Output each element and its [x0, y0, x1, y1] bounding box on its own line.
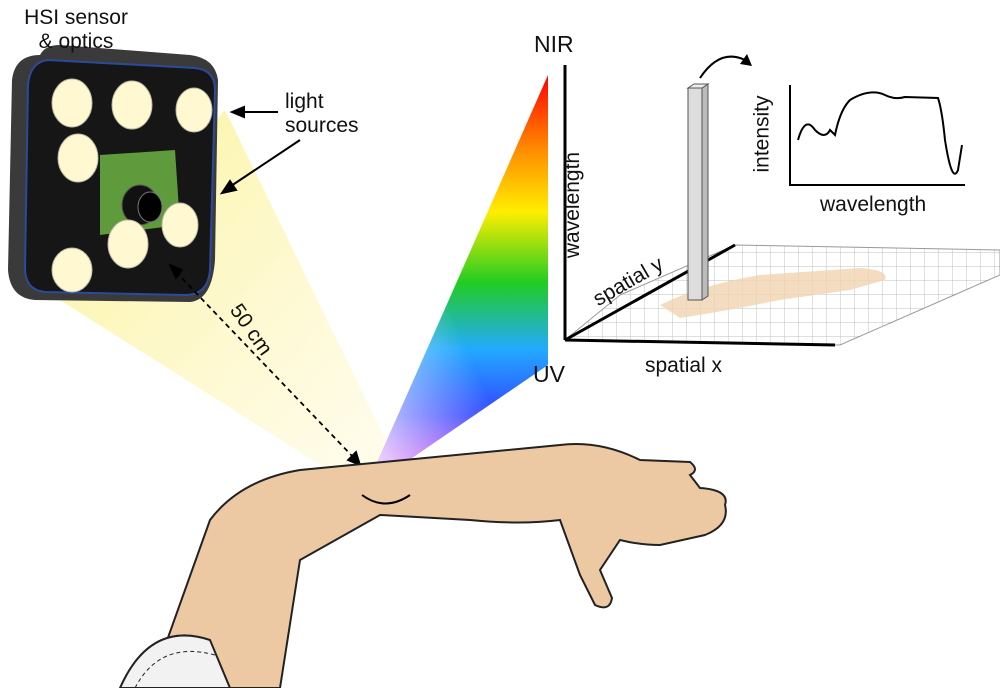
- cube-wavelength-label: wavelength: [561, 151, 585, 259]
- light-source-leds: [51, 78, 213, 293]
- spectrum-curve: [797, 91, 963, 175]
- light-source-arrows: [219, 105, 301, 195]
- arm-illustration: [118, 443, 727, 688]
- sensor-label-line1: HSI sensor: [24, 6, 128, 29]
- uv-label: UV: [533, 361, 565, 387]
- sleeve: [118, 634, 232, 688]
- hsi-sensor: [8, 45, 218, 302]
- plot-wavelength-label: wavelength: [820, 193, 927, 216]
- nir-label: NIR: [534, 31, 574, 57]
- spectrum-plot: [789, 85, 965, 186]
- light-sources-label: light sources: [285, 90, 359, 138]
- distance-arrow: [168, 263, 362, 467]
- curved-arrow-icon: [699, 54, 752, 79]
- measurement-spot: [361, 494, 411, 505]
- spectral-column: [686, 83, 710, 301]
- light-label-line2: sources: [285, 114, 359, 137]
- grid-arm-image: [660, 268, 886, 318]
- spatial-x-label: spatial x: [645, 354, 723, 377]
- plot-axes: [789, 85, 965, 186]
- spectrum-triangle: [365, 75, 548, 490]
- sensor-label: HSI sensor & optics: [6, 6, 146, 54]
- light-label-line1: light: [285, 90, 324, 113]
- sensor-label-line2: & optics: [38, 30, 114, 53]
- plot-intensity-label: intensity: [750, 95, 774, 173]
